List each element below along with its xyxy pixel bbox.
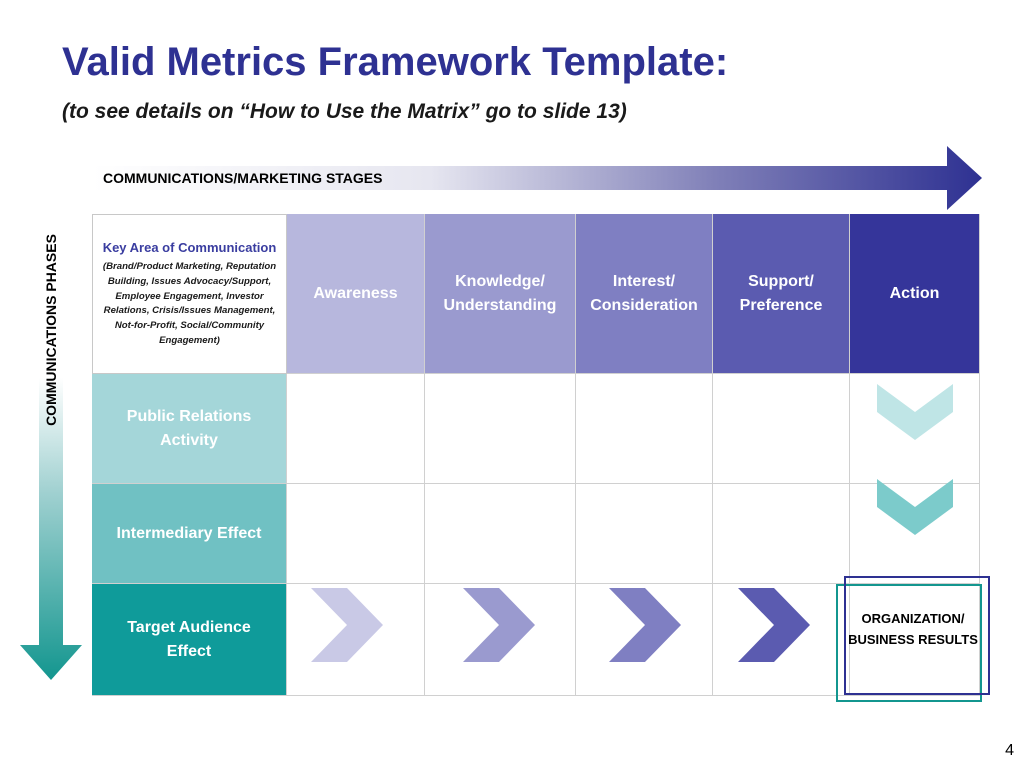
metrics-matrix: Key Area of Communication (Brand/Product… <box>92 214 980 696</box>
matrix-cell <box>713 374 850 484</box>
stages-arrow <box>92 146 982 210</box>
page-number: 4 <box>1005 742 1014 759</box>
chevron-right-icon <box>609 588 681 662</box>
chevron-down-icon <box>877 479 953 535</box>
organization-business-results: ORGANIZATION/ BUSINESS RESULTS <box>848 611 978 648</box>
phases-label: COMMUNICATIONS PHASES <box>43 234 59 426</box>
phase-label-text: Target Audience Effect <box>127 618 251 660</box>
phase-public-relations-activity: Public Relations Activity <box>92 374 287 484</box>
stage-header-label: Support/ Preference <box>739 272 823 314</box>
result-frame-teal <box>836 584 982 702</box>
chevron-down-icon <box>877 384 953 440</box>
stage-header-awareness: Awareness <box>287 214 425 374</box>
matrix-cell <box>713 584 850 696</box>
matrix-cell <box>287 584 425 696</box>
key-area-title: Key Area of Communication <box>102 240 277 255</box>
matrix-cell <box>425 374 576 484</box>
stage-header-label: Knowledge/ Understanding <box>443 272 557 314</box>
page-subtitle: (to see details on “How to Use the Matri… <box>62 100 627 123</box>
matrix-cell <box>425 484 576 584</box>
matrix-cell <box>850 479 980 584</box>
stage-header-knowledge: Knowledge/ Understanding <box>425 214 576 374</box>
stage-header-label: Awareness <box>313 284 398 302</box>
chevron-right-icon <box>311 588 383 662</box>
key-area-cell: Key Area of Communication (Brand/Product… <box>92 214 287 374</box>
phase-target-audience-effect: Target Audience Effect <box>92 584 287 696</box>
chevron-right-icon <box>463 588 535 662</box>
matrix-cell-result <box>850 584 980 696</box>
matrix-cell <box>713 484 850 584</box>
phases-arrow <box>20 215 82 680</box>
page-title: Valid Metrics Framework Template: <box>62 40 729 84</box>
matrix-cell <box>576 374 713 484</box>
phase-intermediary-effect: Intermediary Effect <box>92 484 287 584</box>
stage-header-label: Action <box>889 284 940 302</box>
matrix-cell <box>850 374 980 484</box>
matrix-cell <box>576 584 713 696</box>
matrix-cell <box>287 374 425 484</box>
stage-header-support: Support/ Preference <box>713 214 850 374</box>
chevron-right-icon <box>738 588 810 662</box>
stage-header-action: Action <box>850 214 980 374</box>
matrix-cell <box>425 584 576 696</box>
key-area-description: (Brand/Product Marketing, Reputation Bui… <box>102 260 277 347</box>
result-frame-navy <box>844 576 990 695</box>
stages-label: COMMUNICATIONS/MARKETING STAGES <box>103 170 383 186</box>
phase-label-text: Public Relations Activity <box>126 407 252 449</box>
stage-header-label: Interest/ Consideration <box>590 272 698 314</box>
stage-header-interest: Interest/ Consideration <box>576 214 713 374</box>
phase-label-text: Intermediary Effect <box>116 524 262 542</box>
matrix-cell <box>576 484 713 584</box>
matrix-cell <box>287 484 425 584</box>
